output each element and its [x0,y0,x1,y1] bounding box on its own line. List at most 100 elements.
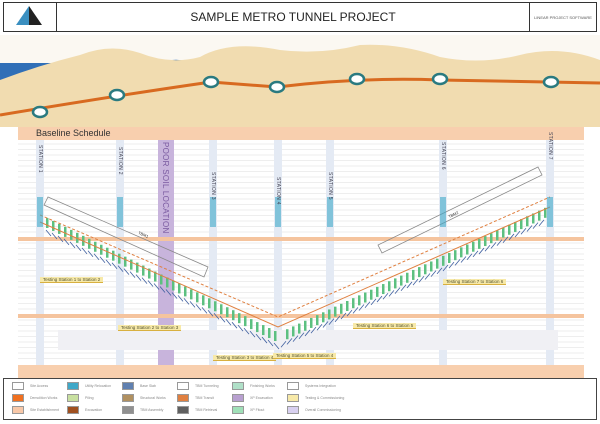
base-slab-mark [466,253,473,260]
finishing-works-bar [268,328,271,339]
finishing-works-bar [544,207,547,218]
finishing-works-bar [226,307,229,318]
finishing-works-bar [448,253,451,263]
legend-swatch [67,406,79,414]
base-slab-mark [261,336,268,344]
base-slab-mark [322,321,329,328]
base-slab-mark [532,222,539,229]
finishing-works-bar [430,261,433,272]
finishing-works-bar [202,295,205,306]
finishing-works-bar [160,274,163,285]
station-marker [542,75,560,89]
base-slab-mark [237,324,244,332]
finishing-works-bar [70,229,73,240]
finishing-works-bar [400,275,403,286]
station-activity [37,197,43,227]
finishing-works-bar [424,264,427,275]
base-slab-mark [346,309,353,317]
base-slab-mark [424,273,431,280]
legend-label: Testing & Commissioning [305,396,345,400]
base-slab-mark [267,339,274,347]
finishing-works-bar [46,217,49,228]
station-column [36,140,44,365]
base-slab-mark [472,250,479,258]
base-slab-mark [129,271,136,278]
base-slab-mark [418,276,425,283]
base-slab-mark [63,238,70,246]
base-slab-mark [141,277,148,284]
finishing-works-bar [100,244,103,255]
finishing-works-bar [394,278,397,289]
legend-item: TBM Retrieval [177,406,217,414]
base-slab-mark [280,340,287,348]
legend-swatch [287,382,299,390]
legend-swatch [232,382,244,390]
base-slab-mark [87,250,94,258]
page-title: SAMPLE METRO TUNNEL PROJECT [57,3,530,31]
legend-label: Overall Commissioning [305,408,341,412]
legend-swatch [122,394,134,402]
legend-item: Finishing Works [232,382,275,390]
base-slab-mark [364,301,371,308]
finishing-works-bar [76,232,79,243]
base-slab-mark [526,225,533,232]
finishing-works-bar [208,298,211,309]
station-marker [108,88,126,102]
testing-label: Testing Station 1 to Station 2 [40,277,104,283]
base-slab-mark [165,289,172,296]
finishing-works-bar [328,309,331,320]
legend-item: Demolition Works [12,394,57,402]
finishing-works-bar [376,286,379,297]
finishing-works-bar [274,331,277,342]
finishing-works-bar [250,319,253,330]
station-label: STATION 2 [117,147,123,175]
base-slab-mark [406,281,413,289]
software-label: LINEAR PROJECT SOFTWARE [534,14,592,20]
station-activity [440,197,446,227]
legend-item: Base Slab [122,382,156,390]
milestone-band [18,314,584,318]
legend-item: XP Fitout [232,406,264,414]
base-slab-mark [310,326,317,334]
legend-item: TBM Assembly [122,406,163,414]
legend-swatch [177,394,189,402]
base-slab-mark [183,298,190,305]
finishing-works-bar [508,224,511,235]
base-slab-mark [93,253,100,261]
base-slab-mark [394,287,401,294]
tbm-transit-line [39,196,551,318]
finishing-works-bar [496,230,499,241]
base-slab-mark [255,333,262,341]
base-slab-mark [460,256,467,263]
tunnel-alignment-profile [0,35,600,127]
base-slab-mark [231,321,238,329]
finishing-works-bar [382,284,385,295]
finishing-works-bar [136,262,139,273]
base-slab-mark [159,286,166,293]
station-activity [547,197,553,227]
base-slab-mark [147,280,154,287]
station-column [439,140,447,365]
finishing-works-bar [220,304,223,315]
finishing-works-bar [460,247,463,258]
base-slab-mark [538,219,545,227]
testing-label: Testing Station 7 to Station 6 [443,279,507,285]
base-slab-mark [177,295,184,302]
testing-label: Testing Station 2 to Station 3 [118,325,182,331]
base-slab-mark [478,247,485,255]
base-slab-mark [243,327,250,335]
base-slab-mark [430,270,437,277]
legend-label: Systems Integration [305,384,336,388]
base-slab-mark [412,278,419,286]
base-slab-mark [514,230,521,238]
finishing-works-bar [352,298,355,309]
finishing-works-bar [244,316,247,327]
base-slab-mark [520,228,527,235]
finishing-works-bar [532,213,535,224]
finishing-works-bar [340,303,343,314]
legend-swatch [67,382,79,390]
finishing-works-bar [520,219,523,230]
finishing-works-bar [166,277,169,288]
